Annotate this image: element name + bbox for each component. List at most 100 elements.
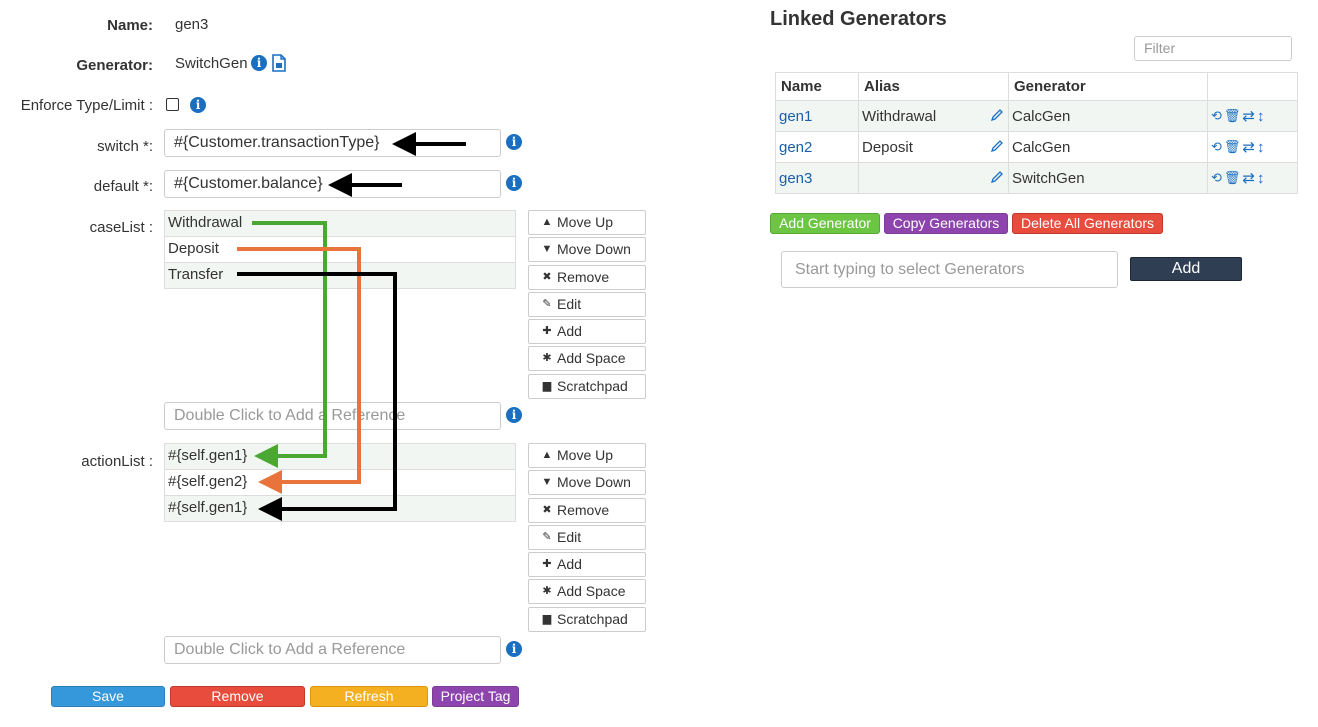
- row-generator-cell: SwitchGen: [1008, 162, 1208, 194]
- pencil-icon: ✎: [542, 530, 552, 543]
- row-alias-cell: Deposit: [858, 131, 1009, 163]
- caselist-add-button[interactable]: ✚Add: [528, 319, 646, 345]
- arrow-down-icon: ▼: [541, 476, 553, 489]
- default-input[interactable]: #{Customer.balance}: [164, 170, 501, 198]
- row-alias: Withdrawal: [862, 107, 937, 125]
- table-row: gen1 Withdrawal CalcGen ⟲🗑⇄↕: [775, 100, 1298, 132]
- exchange-icon[interactable]: ⇄: [1242, 108, 1255, 125]
- caselist-move-up-button[interactable]: ▲Move Up: [528, 210, 646, 235]
- pencil-icon[interactable]: [990, 139, 1004, 153]
- select-generators-input[interactable]: Start typing to select Generators: [781, 251, 1118, 288]
- asterisk-icon: ✱: [542, 585, 552, 598]
- retweet-icon[interactable]: ⟲: [1211, 108, 1222, 123]
- row-name-link[interactable]: gen1: [779, 107, 813, 125]
- switch-info-icon[interactable]: i: [506, 134, 522, 150]
- linked-generators-table: Name Alias Generator gen1 Withdrawal Cal…: [775, 72, 1298, 194]
- row-actions-cell: ⟲🗑⇄↕: [1207, 162, 1298, 194]
- remove-generator-button[interactable]: Remove Generator: [170, 686, 305, 723]
- actionlist-scratchpad-button[interactable]: ▆Scratchpad: [528, 606, 646, 632]
- arrow-up-icon: ▲: [541, 449, 553, 461]
- row-generator: CalcGen: [1012, 107, 1071, 125]
- remove-label: Remove: [557, 501, 610, 518]
- actionlist-edit-button[interactable]: ✎ Edit: [528, 524, 646, 550]
- add-button[interactable]: Add: [1130, 257, 1242, 281]
- row-generator-cell: CalcGen: [1008, 131, 1208, 163]
- actionlist-remove-button[interactable]: ✖ Remove: [528, 497, 646, 523]
- generator-doc-icon[interactable]: [271, 54, 287, 72]
- table-row: gen2 Deposit CalcGen ⟲🗑⇄↕: [775, 131, 1298, 163]
- retweet-icon[interactable]: ⟲: [1211, 170, 1222, 185]
- name-label: Name:: [107, 17, 153, 34]
- row-generator: CalcGen: [1012, 138, 1071, 156]
- caselist-item[interactable]: Transfer: [165, 263, 515, 289]
- enforce-info-icon[interactable]: i: [190, 97, 206, 113]
- caselist-remove-button[interactable]: ✖Remove: [528, 264, 646, 290]
- resize-vertical-icon[interactable]: ↕: [1257, 107, 1265, 125]
- delete-all-generators-button[interactable]: Delete All Generators: [1012, 213, 1163, 234]
- caselist-add-space-button[interactable]: ✱Add Space: [528, 346, 646, 372]
- enforce-label: Enforce Type/Limit :: [20, 97, 153, 114]
- row-actions-cell: ⟲🗑⇄↕: [1207, 131, 1298, 163]
- pencil-icon[interactable]: [990, 170, 1004, 184]
- row-name-cell: gen1: [775, 100, 859, 132]
- actionlist-add-button[interactable]: ✚Add: [528, 552, 646, 578]
- actionlist-move-up-button[interactable]: ▲Move Up: [528, 443, 646, 468]
- edit-label: Edit: [557, 528, 582, 545]
- save-generator-button[interactable]: Save Generator: [51, 686, 165, 723]
- generator-value: SwitchGen: [175, 55, 248, 72]
- col-actions: [1207, 72, 1298, 101]
- resize-vertical-icon[interactable]: ↕: [1257, 138, 1265, 156]
- pencil-icon: ✎: [542, 297, 552, 310]
- caselist-reference-input[interactable]: Double Click to Add a Reference: [164, 402, 501, 430]
- default-label: default *:: [93, 178, 153, 195]
- generator-info-icon[interactable]: i: [251, 55, 267, 71]
- name-value: gen3: [175, 16, 209, 33]
- actionlist-label: actionList :: [81, 453, 153, 470]
- trash-icon[interactable]: 🗑: [1223, 108, 1241, 123]
- row-generator-cell: CalcGen: [1008, 100, 1208, 132]
- switch-label: switch *:: [97, 138, 153, 155]
- actionlist-add-space-button[interactable]: ✱ Add Space: [528, 579, 646, 605]
- trash-icon[interactable]: 🗑: [1223, 139, 1241, 154]
- actionlist-item[interactable]: #{self.gen2}: [165, 470, 515, 496]
- exchange-icon[interactable]: ⇄: [1242, 139, 1255, 156]
- row-name-link[interactable]: gen2: [779, 138, 813, 156]
- row-name-link[interactable]: gen3: [779, 169, 813, 187]
- caselist-buttons: ▲Move Up ▼Move Down ✖Remove ✎ Edit ✚Add ✱…: [528, 210, 646, 401]
- exchange-icon[interactable]: ⇄: [1242, 170, 1255, 187]
- caselist-scratchpad-button[interactable]: ▆Scratchpad: [528, 373, 646, 399]
- caselist-edit-button[interactable]: ✎ Edit: [528, 291, 646, 317]
- add-generator-button[interactable]: Add Generator: [770, 213, 880, 234]
- add-space-label: Add Space: [557, 583, 626, 600]
- resize-vertical-icon[interactable]: ↕: [1257, 169, 1265, 187]
- edit-label: Edit: [557, 295, 582, 312]
- actionlist-item[interactable]: #{self.gen1}: [165, 496, 515, 522]
- table-header: Name Alias Generator: [775, 72, 1298, 101]
- actionlist-reference-input[interactable]: Double Click to Add a Reference: [164, 636, 501, 664]
- caselist-item[interactable]: Deposit: [165, 237, 515, 263]
- caselist-box[interactable]: Withdrawal Deposit Transfer: [164, 210, 516, 289]
- default-info-icon[interactable]: i: [506, 175, 522, 191]
- caselist-label: caseList :: [89, 219, 153, 236]
- copy-generators-button[interactable]: Copy Generators: [884, 213, 1008, 234]
- col-generator: Generator: [1008, 72, 1208, 101]
- actionlist-info-icon[interactable]: i: [506, 641, 522, 657]
- caselist-info-icon[interactable]: i: [506, 407, 522, 423]
- actionlist-move-down-button[interactable]: ▼ Move Down: [528, 470, 646, 496]
- trash-icon[interactable]: 🗑: [1223, 170, 1241, 185]
- pencil-icon[interactable]: [990, 108, 1004, 122]
- caselist-move-down-button[interactable]: ▼Move Down: [528, 237, 646, 263]
- retweet-icon[interactable]: ⟲: [1211, 139, 1222, 154]
- switch-input[interactable]: #{Customer.transactionType}: [164, 129, 501, 157]
- enforce-checkbox[interactable]: [166, 98, 179, 111]
- caselist-item[interactable]: Withdrawal: [165, 211, 515, 237]
- move-down-label: Move Down: [557, 474, 631, 491]
- row-generator: SwitchGen: [1012, 169, 1085, 187]
- row-alias: Deposit: [862, 138, 913, 156]
- project-tag-button[interactable]: Project Tag: [432, 686, 519, 707]
- actionlist-box[interactable]: #{self.gen1} #{self.gen2} #{self.gen1}: [164, 443, 516, 522]
- actionlist-item[interactable]: #{self.gen1}: [165, 444, 515, 470]
- filter-input[interactable]: Filter: [1134, 36, 1292, 61]
- close-icon: ✖: [542, 503, 552, 516]
- refresh-preview-button[interactable]: Refresh Preview: [310, 686, 428, 723]
